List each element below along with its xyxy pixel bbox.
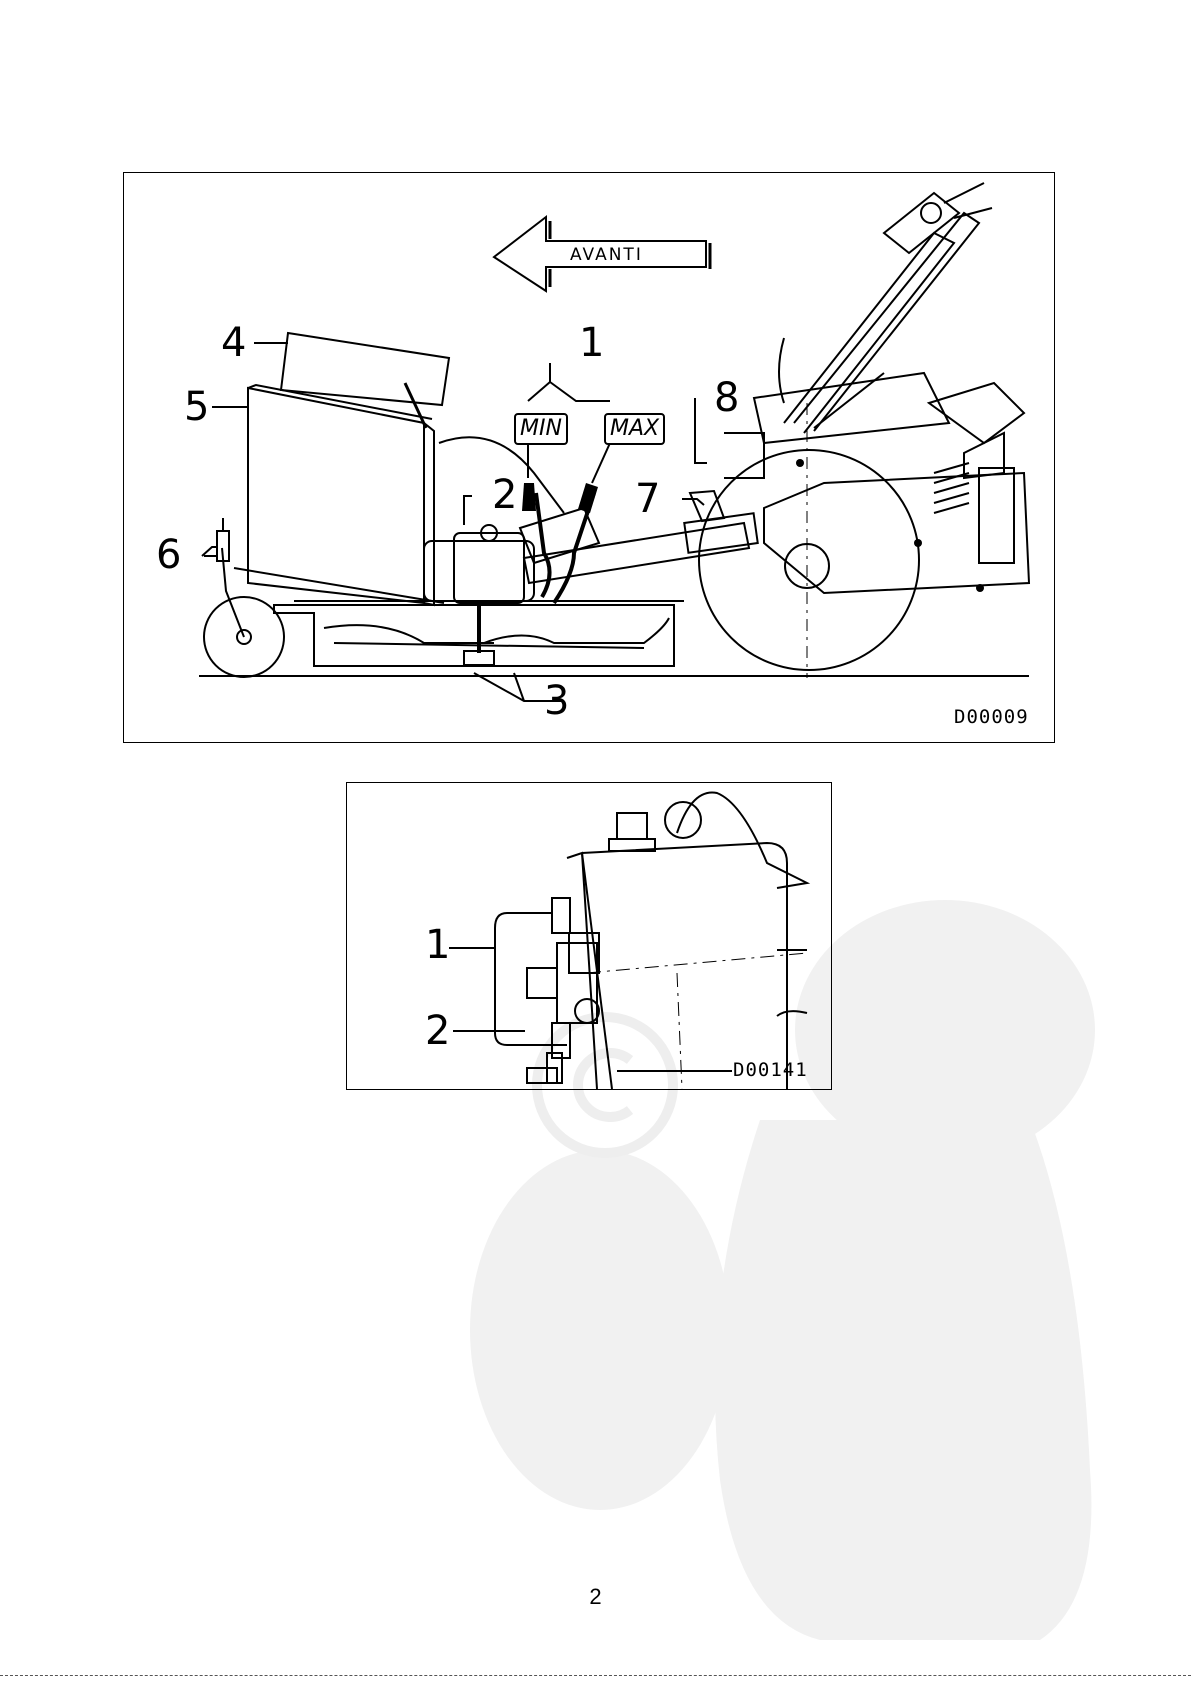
- callout-3: 3: [544, 681, 569, 721]
- callout-6: 6: [156, 535, 181, 575]
- figure-mower-side-view: AVANTI MIN MAX 1 2 3 4 5 6 7 8 D00009: [123, 172, 1055, 743]
- callout-4: 4: [221, 323, 246, 363]
- page-bottom-rule: [0, 1675, 1191, 1676]
- callout-1: 1: [579, 323, 604, 363]
- callout-5: 5: [184, 387, 209, 427]
- callout-8: 8: [714, 378, 739, 418]
- callout-2: 2: [492, 475, 517, 515]
- lever-label-min: MIN: [514, 413, 568, 445]
- lever-label-max: MAX: [604, 413, 665, 445]
- direction-label: AVANTI: [570, 245, 643, 265]
- figure-code: D00141: [733, 1059, 808, 1081]
- callout-7: 7: [635, 479, 660, 519]
- callout-2: 2: [425, 1011, 450, 1051]
- page-number: 2: [0, 1584, 1191, 1610]
- gearbox-detail-drawing: [347, 783, 831, 1089]
- figure-code: D00009: [954, 706, 1029, 728]
- callout-1: 1: [425, 925, 450, 965]
- figure-gearbox-detail: 1 2 D00141: [346, 782, 832, 1090]
